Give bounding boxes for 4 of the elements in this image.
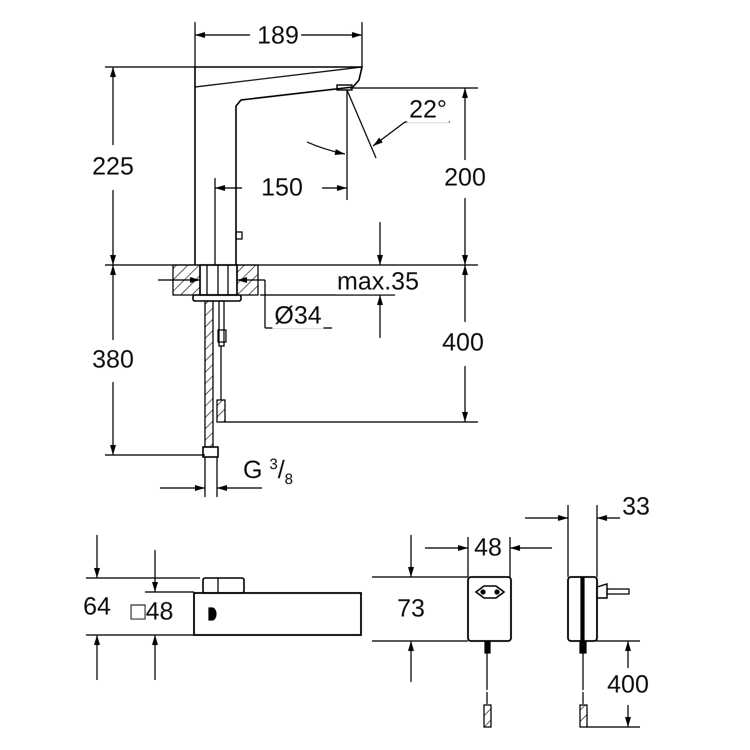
dimension-label: Ø34 [272,304,324,328]
dimension-label: 22° [407,98,449,122]
dimension-label: max.35 [335,270,421,294]
dimension-label: 33 [620,494,652,520]
